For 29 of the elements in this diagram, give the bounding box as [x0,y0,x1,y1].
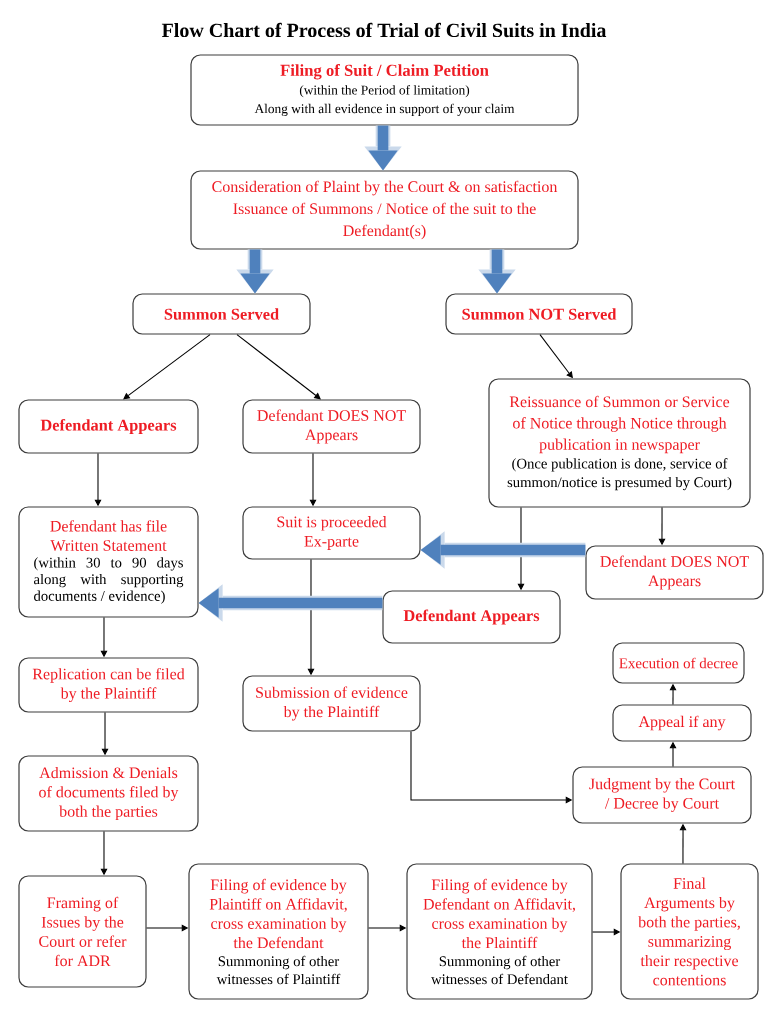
process-box: Filing of evidence by Defendant on Affidavit, cross examination by the Plaintiff Summoning of other witnesses of Defendant [406,863,593,1000]
process-box: Defendant DOES NOT Appears [585,545,764,600]
title: Flow Chart of Process of Trial of Civil Suits in India [161,22,607,38]
process-box: Filing of evidence by Plaintiff on Affidavit, cross examination by the Defendant Summoning of other witnesses of Plaintiff [188,863,369,1000]
block-arrow [478,249,516,294]
process-box: Framing of Issues by the Court or refer for ADR [18,875,147,988]
process-box: Admission & Denials of documents filed by both the parties [18,755,199,832]
process-box: Submission of evidence by the Plaintiff [242,675,421,732]
process-box: Defendant Appears [18,399,199,454]
process-box: Suit is proceeded Ex-parte [242,506,421,560]
process-box: Defendant has file Written Statement (within 30 to 90 days along with supporting documents / evidence) [18,506,199,618]
process-box: Appeal if any [612,704,752,742]
process-box: Defendant Appears [382,590,561,644]
block-arrow [364,125,402,171]
process-box: Summon NOT Served [445,293,633,335]
process-box: Final Arguments by both the parties, summarizing their respective contentions [620,863,759,1000]
process-box: Execution of decree [612,642,745,684]
process-box: Consideration of Plaint by the Court & on satisfaction Issuance of Summons / Notice of the suit to the Defendant(s) [190,170,579,250]
process-box: Summon Served [132,293,311,335]
block-arrow [420,531,586,569]
block-arrow [236,249,274,294]
process-box: Defendant DOES NOT Appears [242,399,421,454]
process-box: Replication can be filed by the Plaintiff [18,657,199,713]
arrow [236,334,321,400]
process-box: Filing of Suit / Claim Petition (within the Period of limitation) Along with all evidence in support of your claim [190,54,579,126]
block-arrow [198,584,383,622]
arrow [123,334,211,400]
process-box: Judgment by the Court / Decree by Court [572,766,752,824]
process-box: Reissuance of Summon or Service of Notice through Notice through publication in newspaper (Once publication is done, service of summon/notice is presumed by Court) [488,378,751,508]
